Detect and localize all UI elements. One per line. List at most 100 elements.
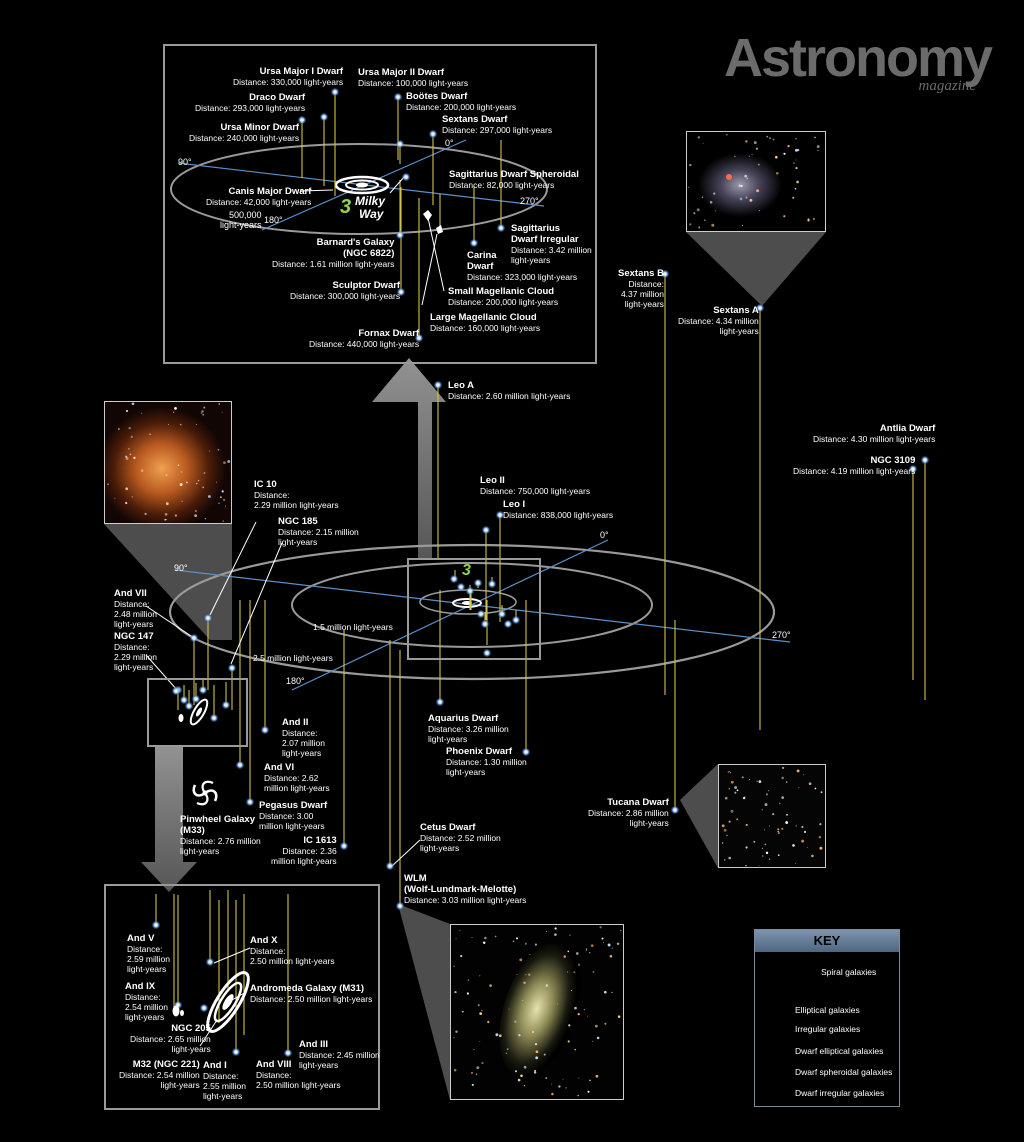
photo-star	[455, 938, 457, 940]
galaxy-marker-25	[521, 747, 531, 757]
beam-sextans-a-photo	[686, 232, 826, 306]
label-canis-major-name: Canis Major Dwarf	[228, 186, 312, 197]
label-draco-distance: Distance: 293,000 light-years	[195, 103, 306, 113]
photo-star	[795, 159, 797, 161]
label-and-i-name: And I	[203, 1060, 227, 1071]
label-fornax-name: Fornax Dwarf	[358, 328, 420, 339]
galaxy-marker-37	[231, 1047, 241, 1057]
photo-star	[721, 824, 725, 828]
photo-star	[781, 776, 784, 780]
galaxy-marker-54	[191, 694, 201, 704]
photo-star	[745, 140, 748, 143]
photo-star	[736, 818, 739, 821]
label-ic10-name: IC 10	[254, 479, 277, 490]
photo-star	[567, 1040, 570, 1043]
photo-star	[517, 1078, 521, 1082]
photo-star	[222, 520, 225, 522]
photo-star	[125, 409, 129, 413]
label-sagittarius-irr-distance: Distance: 3.42 million light-years	[511, 245, 592, 265]
photo-star	[818, 836, 822, 839]
label-ngc205-distance: Distance: 2.65 million light-years	[130, 1034, 211, 1054]
photo-star	[745, 846, 748, 849]
galaxy-marker-39	[449, 574, 459, 584]
photo-star	[777, 854, 780, 857]
label-lmc-distance: Distance: 160,000 light-years	[430, 323, 541, 333]
photo-star	[551, 1092, 554, 1096]
legend-key: KEY Spiral galaxies Elliptical galaxies …	[754, 929, 900, 1107]
photo-star	[609, 954, 613, 958]
photo-star	[728, 820, 731, 823]
label-aquarius-name: Aquarius Dwarf	[428, 713, 499, 724]
label-and-ii-distance: Distance: 2.07 million light-years	[282, 728, 325, 758]
photo-star	[165, 518, 167, 521]
galaxy-marker-18	[227, 663, 237, 673]
photo-star	[516, 937, 518, 940]
galaxy-marker-12	[660, 269, 670, 279]
photo-star	[796, 769, 800, 773]
photo-star	[768, 858, 771, 860]
photo-star	[534, 943, 537, 946]
label-tucana-name: Tucana Dwarf	[607, 797, 669, 808]
photo-star	[165, 502, 169, 506]
label-ngc185-distance: Distance: 2.15 million light-years	[278, 527, 359, 547]
photo-star	[785, 821, 789, 824]
photo-star	[200, 412, 203, 414]
photo-star	[179, 483, 183, 487]
label-sextans-dwarf-name: Sextans Dwarf	[442, 114, 508, 125]
photo-star	[603, 941, 604, 943]
photo-star	[484, 936, 487, 940]
photo-star	[756, 189, 760, 193]
photo-star	[518, 1034, 521, 1037]
photo-star	[734, 786, 738, 789]
galaxy-marker-46	[503, 619, 513, 629]
label-and-vii-distance: Distance: 2.48 million light-years	[114, 599, 157, 629]
label-bootes-name: Boötes Dwarf	[406, 91, 468, 102]
beam-ic10-photo	[104, 524, 232, 640]
milky-way-label-line2: Way	[359, 207, 384, 221]
galaxy-marker-14	[433, 380, 443, 390]
galaxy-marker-16	[908, 464, 918, 474]
key-row-elliptical: Elliptical galaxies	[755, 1000, 901, 1020]
label-carina-name: Carina Dwarf	[467, 250, 497, 272]
photo-star	[574, 1006, 577, 1010]
milky-way-zoom-box	[407, 558, 541, 660]
photo-star	[144, 512, 147, 516]
andromeda-zoom-box	[147, 678, 248, 747]
photo-star	[201, 410, 204, 413]
galaxy-markers	[151, 87, 930, 1058]
label-smc-distance: Distance: 200,000 light-years	[448, 297, 559, 307]
beam-wlm-photo	[398, 904, 450, 1100]
photo-star	[741, 776, 744, 779]
photo-star	[533, 1071, 537, 1074]
photo-star	[761, 847, 763, 849]
galaxy-marker-3	[393, 92, 403, 102]
photo-star	[495, 1033, 499, 1037]
photo-star	[565, 1087, 567, 1089]
photo-star	[512, 940, 515, 943]
photo-star	[781, 827, 784, 830]
photo-star	[806, 846, 808, 848]
photo-star	[217, 448, 220, 451]
beam-to-bottom-panel	[141, 747, 197, 892]
photo-star	[748, 155, 750, 157]
photo-star	[693, 212, 696, 215]
photo-star	[173, 411, 175, 413]
photo-star	[727, 771, 730, 773]
photo-star	[528, 973, 531, 976]
label-pegasus-distance: Distance: 3.00 million light-years	[259, 811, 325, 831]
photo-star	[558, 1085, 561, 1088]
key-row-dwarf-spheroidal: Dwarf spheroidal galaxies	[755, 1062, 901, 1082]
photo-star	[817, 149, 819, 151]
photo-star	[195, 423, 197, 425]
photo-star	[476, 1066, 480, 1070]
photo-star	[697, 136, 701, 139]
